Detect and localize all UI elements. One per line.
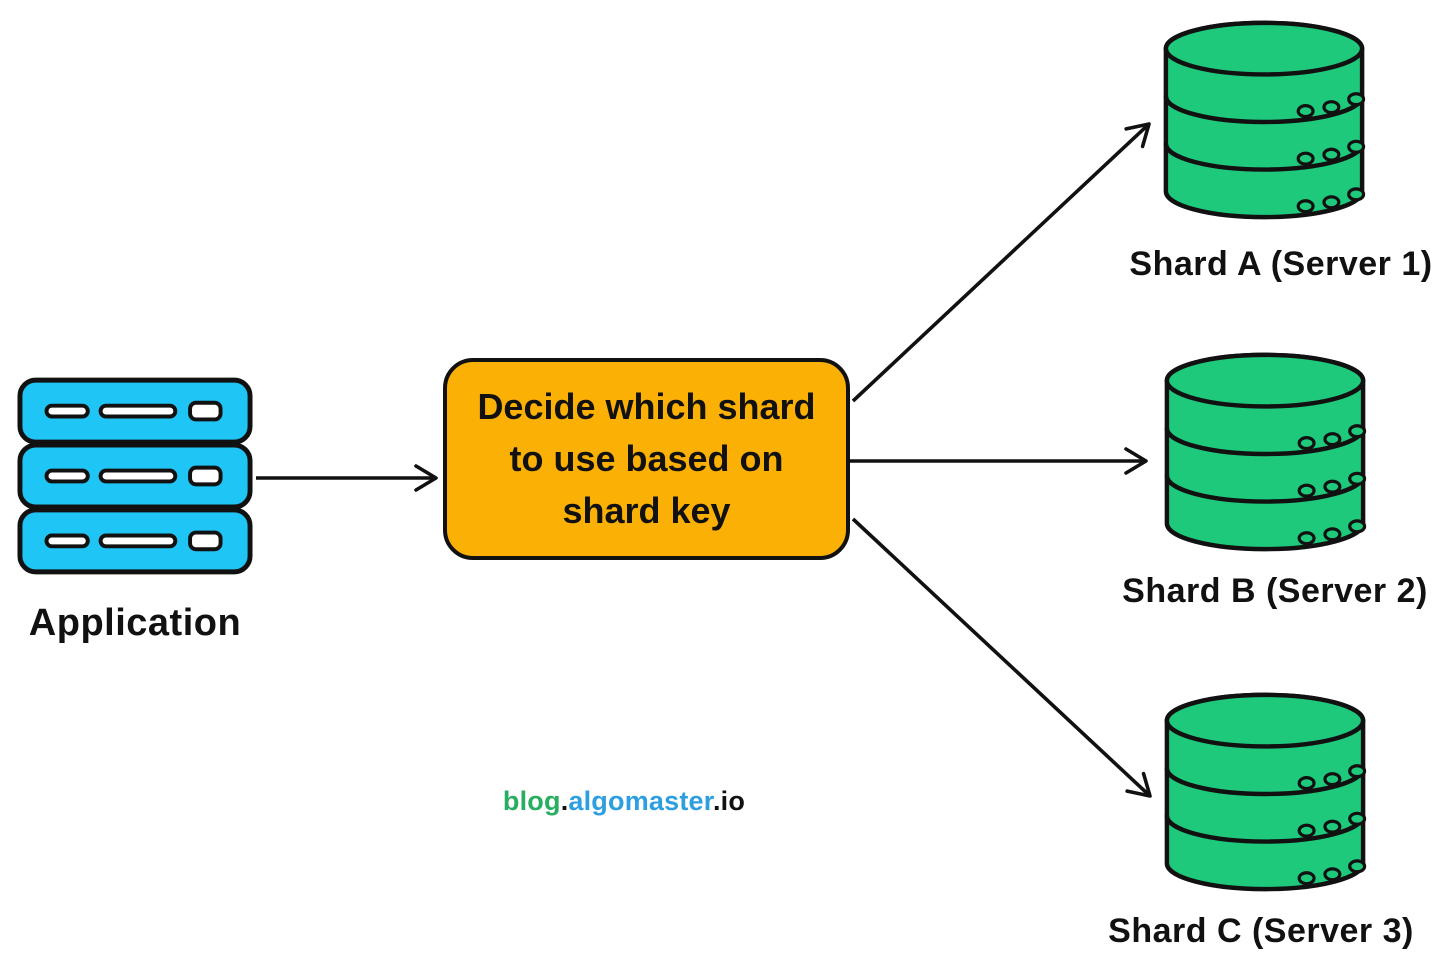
arrow-router-to-shard-a — [851, 122, 1151, 403]
shard-b-label: Shard B (Server 2) — [1122, 572, 1428, 610]
watermark-dot: . — [560, 786, 569, 816]
router-text-line: Decide which shard — [477, 386, 816, 428]
router-text-line: shard key — [562, 489, 731, 531]
watermark-blog: blog — [502, 786, 561, 816]
shard-c-label: Shard C (Server 3) — [1108, 912, 1414, 950]
database-cylinder-icon-shard-a — [1163, 20, 1366, 220]
database-cylinder-icon-shard-b — [1164, 352, 1367, 552]
watermark: blog.algomaster.io — [424, 786, 824, 817]
router-text-line: to use based on — [509, 438, 784, 480]
application-label: Application — [28, 602, 242, 644]
database-cylinder-icon-shard-c — [1164, 692, 1367, 892]
shard-router-box: Decide which shard to use based on shard… — [443, 358, 850, 560]
application-server-icon — [17, 377, 253, 575]
watermark-dot: . — [712, 786, 721, 816]
watermark-algomaster: algomaster — [568, 786, 713, 816]
arrow-router-to-shard-c — [851, 517, 1152, 798]
watermark-io: io — [720, 786, 746, 816]
shard-a-label: Shard A (Server 1) — [1129, 245, 1433, 283]
